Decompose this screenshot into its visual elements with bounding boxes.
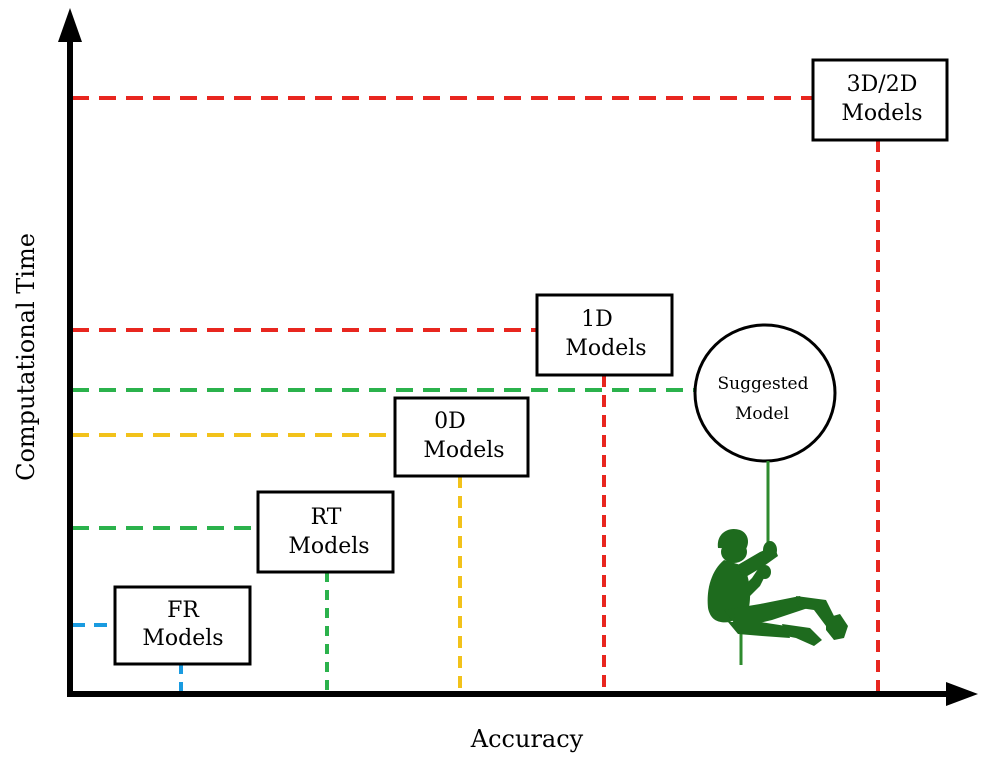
suggested-model-line1: Suggested	[718, 374, 809, 394]
model-box-3d2d-line1: 3D/2D	[847, 72, 918, 97]
model-box-rt: RT Models	[256, 490, 395, 574]
model-box-fr: FR Models	[113, 585, 252, 666]
y-axis-label: Computational Time	[12, 233, 40, 481]
model-box-fr-line2: Models	[142, 626, 223, 651]
model-box-rt-line2: Models	[288, 534, 369, 559]
suggested-model-node: Suggested Model	[693, 323, 837, 463]
model-box-1d-line2: Models	[565, 336, 646, 361]
model-box-1d: 1D Models	[535, 293, 674, 377]
model-box-1d-line1: 1D	[581, 307, 613, 332]
x-axis-arrow	[946, 682, 978, 706]
climber-figure-icon	[707, 528, 848, 646]
y-axis-arrow	[58, 8, 82, 42]
axes	[58, 8, 978, 706]
suggested-model-line2: Model	[735, 404, 789, 424]
model-box-rt-line1: RT	[311, 505, 342, 530]
guide-lines	[72, 96, 880, 693]
model-box-0d-line2: Models	[423, 438, 504, 463]
model-box-3d2d: 3D/2D Models	[811, 58, 949, 142]
model-box-fr-line1: FR	[167, 598, 200, 623]
model-box-0d: 0D Models	[393, 396, 530, 478]
x-axis-label: Accuracy	[470, 725, 584, 753]
model-box-0d-line1: 0D	[434, 409, 466, 434]
model-box-3d2d-line2: Models	[841, 101, 922, 126]
